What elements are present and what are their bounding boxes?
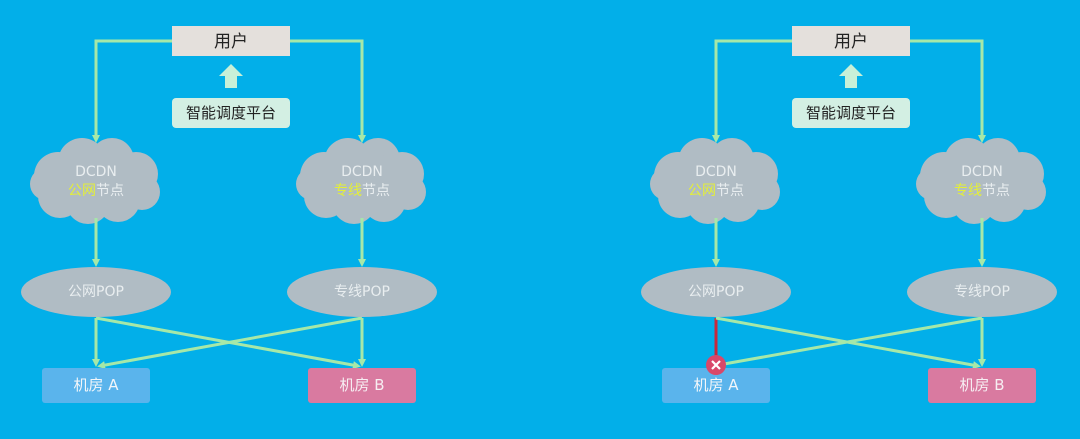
up-arrow-icon [839, 64, 863, 88]
cloud-public-title: DCDN [75, 164, 117, 180]
room-b-label: 机房 B [339, 376, 384, 394]
room-b [928, 368, 1036, 403]
cloud-puff [650, 168, 682, 200]
connector-user-private [910, 39, 986, 143]
cloud-public-rest: 节点 [96, 183, 124, 199]
connector-user-private [290, 39, 366, 143]
user-box [792, 26, 910, 56]
user-label: 用户 [834, 32, 868, 52]
connector-public-room-b [95, 316, 361, 370]
connector-user-public [92, 39, 172, 143]
pop-private-label: 专线POP [334, 284, 390, 300]
pop-public-label: 公网POP [688, 284, 744, 300]
cloud-puff [948, 148, 1016, 216]
pop-private [907, 267, 1057, 317]
cloud-public-highlight: 公网 [688, 183, 716, 199]
cloud-public-subtitle: 公网节点 [68, 183, 124, 199]
cloud-public-node [30, 138, 160, 224]
up-arrow-icon [219, 64, 243, 88]
cloud-puff [296, 168, 328, 200]
room-a [662, 368, 770, 403]
room-b-label: 机房 B [959, 376, 1004, 394]
cloud-puff [62, 148, 130, 216]
room-a-label: 机房 A [73, 376, 119, 394]
cloud-public-node [650, 138, 780, 224]
cloud-puff [682, 148, 750, 216]
cloud-puff [916, 168, 948, 200]
connector-private-room-a [723, 316, 983, 366]
platform-label: 智能调度平台 [806, 104, 896, 122]
user-box [172, 26, 290, 56]
cloud-puff [328, 148, 396, 216]
cloud-private-rest: 节点 [362, 183, 390, 199]
pop-private-label: 专线POP [954, 284, 1010, 300]
cloud-puff [30, 168, 62, 200]
platform-box [172, 98, 290, 128]
cloud-private-node [916, 138, 1046, 224]
cloud-public-rest: 节点 [716, 183, 744, 199]
pop-public [641, 267, 791, 317]
connector-public-room-b [715, 316, 981, 370]
platform-box [792, 98, 910, 128]
room-a [42, 368, 150, 403]
cloud-private-highlight: 专线 [954, 183, 982, 199]
pop-private [287, 267, 437, 317]
cloud-private-rest: 节点 [982, 183, 1010, 199]
pop-public-label: 公网POP [68, 284, 124, 300]
pop-public [21, 267, 171, 317]
cloud-public-highlight: 公网 [68, 183, 96, 199]
x-mark [711, 360, 721, 370]
connector-user-public [712, 39, 792, 143]
cloud-public-subtitle: 公网节点 [688, 183, 744, 199]
cloud-private-subtitle: 专线节点 [334, 183, 390, 199]
cloud-private-node [296, 138, 426, 224]
cloud-private-highlight: 专线 [334, 183, 362, 199]
user-label: 用户 [214, 32, 248, 52]
platform-label: 智能调度平台 [186, 104, 276, 122]
cloud-private-title: DCDN [341, 164, 383, 180]
room-b [308, 368, 416, 403]
cloud-private-subtitle: 专线节点 [954, 183, 1010, 199]
room-a-label: 机房 A [693, 376, 739, 394]
cloud-private-title: DCDN [961, 164, 1003, 180]
cloud-public-title: DCDN [695, 164, 737, 180]
